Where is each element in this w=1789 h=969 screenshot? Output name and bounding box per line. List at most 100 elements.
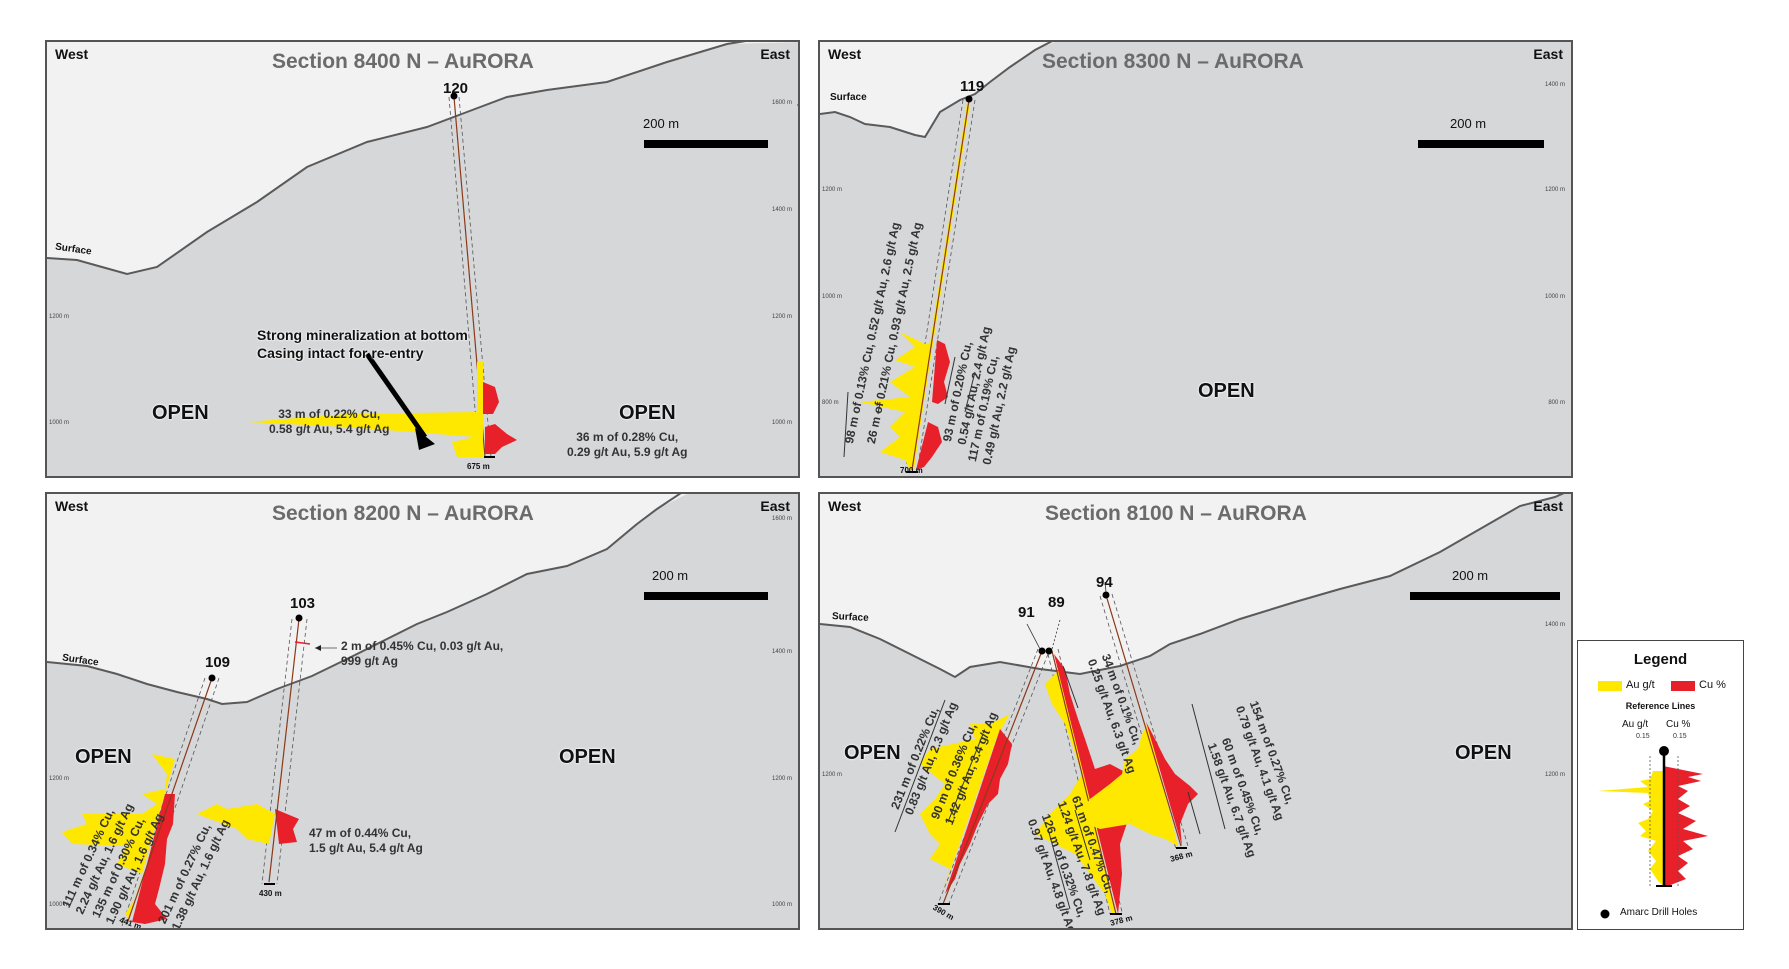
east-label: East bbox=[760, 46, 790, 62]
cu-histogram bbox=[275, 809, 299, 844]
drill-hole-icon bbox=[1600, 909, 1610, 919]
surface-line bbox=[820, 42, 1053, 139]
elevation-label: 1400 m bbox=[771, 649, 792, 655]
open-label-east: OPEN bbox=[559, 746, 616, 768]
au-histogram bbox=[860, 332, 932, 470]
scale-bar bbox=[644, 140, 768, 148]
legend-title: Legend bbox=[1633, 651, 1688, 668]
drill-hole-94-trace bbox=[1075, 591, 1198, 850]
elevation-label: 1200 m bbox=[49, 776, 70, 782]
section-8200-panel: West East Section 8200 N – AuRORA 109 10… bbox=[45, 492, 800, 930]
intercept-line-2: 1.5 g/t Au, 5.4 g/t Ag bbox=[309, 841, 423, 855]
intercept-annotation: 2 m of 0.45% Cu, 0.03 g/t Au, 999 g/t Ag bbox=[341, 639, 503, 669]
elevation-label: 800 m bbox=[822, 400, 839, 406]
cu-histogram bbox=[1146, 722, 1198, 846]
drill-hole-label: 119 bbox=[960, 78, 985, 95]
section-8400-graphic bbox=[47, 42, 798, 458]
au-histogram bbox=[1035, 669, 1116, 914]
drill-collar-91 bbox=[1038, 647, 1046, 655]
elevation-label: 1600 m bbox=[771, 100, 792, 106]
ref-au-label: Au g/t bbox=[1622, 719, 1649, 730]
elevation-label: 1400 m bbox=[1544, 82, 1565, 88]
intercept-annotation: 33 m of 0.22% Cu, 0.58 g/t Au, 5.4 g/t A… bbox=[269, 407, 389, 437]
legend-box: Legend Au g/t Cu % Reference Lines Au g/… bbox=[1577, 640, 1744, 930]
au-swatch bbox=[1598, 681, 1622, 691]
drill-hole-label: 91 bbox=[1018, 604, 1035, 621]
scale-bar-label: 200 m bbox=[1452, 568, 1489, 583]
section-title: Section 8100 N – AuRORA bbox=[1045, 502, 1307, 525]
elevation-label: 1200 m bbox=[1544, 772, 1565, 778]
hole-depth-label: 675 m bbox=[467, 462, 490, 471]
hole-depth-label: 700 m bbox=[900, 466, 923, 475]
ref-cu-label: Cu % bbox=[1666, 719, 1691, 730]
ref-cu-value: 0.15 bbox=[1673, 733, 1687, 740]
au-legend-label: Au g/t bbox=[1626, 679, 1655, 691]
east-label: East bbox=[1533, 498, 1563, 514]
drill-hole-91-trace bbox=[920, 647, 1049, 907]
open-label-east: OPEN bbox=[619, 402, 676, 424]
open-label-west: OPEN bbox=[75, 746, 132, 768]
west-label: West bbox=[828, 46, 862, 62]
scale-bar-label: 200 m bbox=[1450, 116, 1487, 131]
sky-area bbox=[47, 42, 798, 274]
drill-collar-109 bbox=[208, 674, 216, 682]
elevation-label: 1200 m bbox=[822, 772, 843, 778]
au-histogram bbox=[62, 754, 175, 919]
intercept-line-1: 36 m of 0.28% Cu, bbox=[576, 430, 679, 444]
open-label-west: OPEN bbox=[844, 742, 901, 764]
section-8300-graphic bbox=[820, 42, 1055, 473]
elevation-label: 1200 m bbox=[822, 187, 843, 193]
section-8100-graphic bbox=[820, 494, 1571, 915]
surface-label: Surface bbox=[831, 611, 869, 624]
drill-hole-label: 103 bbox=[290, 595, 316, 612]
note-line-1: Strong mineralization at bottom bbox=[257, 327, 468, 343]
au-histogram bbox=[197, 804, 275, 844]
section-8100-panel: West East Section 8100 N – AuRORA 91 89 … bbox=[818, 492, 1573, 930]
elevation-label: 1000 m bbox=[49, 420, 70, 426]
legend-au-bars bbox=[1598, 771, 1663, 886]
intercept-line-1: 33 m of 0.22% Cu, bbox=[278, 407, 381, 421]
drill-holes-legend-label: Amarc Drill Holes bbox=[1620, 907, 1698, 918]
drill-collar-103 bbox=[295, 614, 303, 622]
sky-area bbox=[47, 494, 687, 704]
drill-collar-94 bbox=[1102, 591, 1110, 599]
elevation-label: 1200 m bbox=[771, 314, 792, 320]
mineralization-note: Strong mineralization at bottom Casing i… bbox=[257, 326, 468, 362]
elevation-label: 1200 m bbox=[1544, 187, 1565, 193]
scale-bar bbox=[1418, 140, 1544, 148]
hole-depth-label: 430 m bbox=[259, 889, 282, 898]
drill-hole-label: 120 bbox=[443, 80, 469, 97]
surface-label: Surface bbox=[830, 92, 867, 103]
elevation-label: 1000 m bbox=[771, 902, 792, 908]
elevation-label: 1200 m bbox=[49, 314, 70, 320]
cu-swatch bbox=[1671, 681, 1695, 691]
east-label: East bbox=[1533, 46, 1563, 62]
section-title: Section 8200 N – AuRORA bbox=[272, 502, 534, 525]
au-histogram bbox=[247, 362, 483, 457]
note-line-2: Casing intact for re-entry bbox=[257, 345, 424, 361]
drill-hole-label: 94 bbox=[1096, 574, 1113, 591]
intercept-line-2: 0.29 g/t Au, 5.9 g/t Ag bbox=[567, 445, 688, 459]
drill-hole-89-trace bbox=[1035, 647, 1130, 915]
reference-lines-heading: Reference Lines bbox=[1625, 701, 1696, 711]
elevation-label: 1200 m bbox=[771, 776, 792, 782]
intercept-line-1: 2 m of 0.45% Cu, 0.03 g/t Au, bbox=[341, 639, 504, 653]
intercept-line-1: 47 m of 0.44% Cu, bbox=[309, 826, 412, 840]
west-label: West bbox=[828, 498, 862, 514]
elevation-label: 1400 m bbox=[771, 207, 792, 213]
ref-au-value: 0.15 bbox=[1636, 733, 1650, 740]
section-title: Section 8400 N – AuRORA bbox=[272, 50, 534, 73]
open-label: OPEN bbox=[1198, 380, 1255, 402]
section-8400-panel: West East Section 8400 N – AuRORA 120 Su… bbox=[45, 40, 800, 478]
arrow-head bbox=[415, 428, 435, 450]
cu-legend-label: Cu % bbox=[1699, 679, 1726, 691]
scale-bar-label: 200 m bbox=[643, 116, 680, 131]
intercept-annotation: 47 m of 0.44% Cu, 1.5 g/t Au, 5.4 g/t Ag bbox=[309, 826, 423, 856]
intercept-annotation: 36 m of 0.28% Cu, 0.29 g/t Au, 5.9 g/t A… bbox=[567, 430, 687, 460]
elevation-label: 1000 m bbox=[49, 902, 70, 908]
sky-area bbox=[820, 42, 1055, 137]
west-label: West bbox=[55, 498, 89, 514]
legend-collar-icon bbox=[1659, 746, 1669, 756]
west-label: West bbox=[55, 46, 89, 62]
surface-line bbox=[47, 494, 682, 706]
